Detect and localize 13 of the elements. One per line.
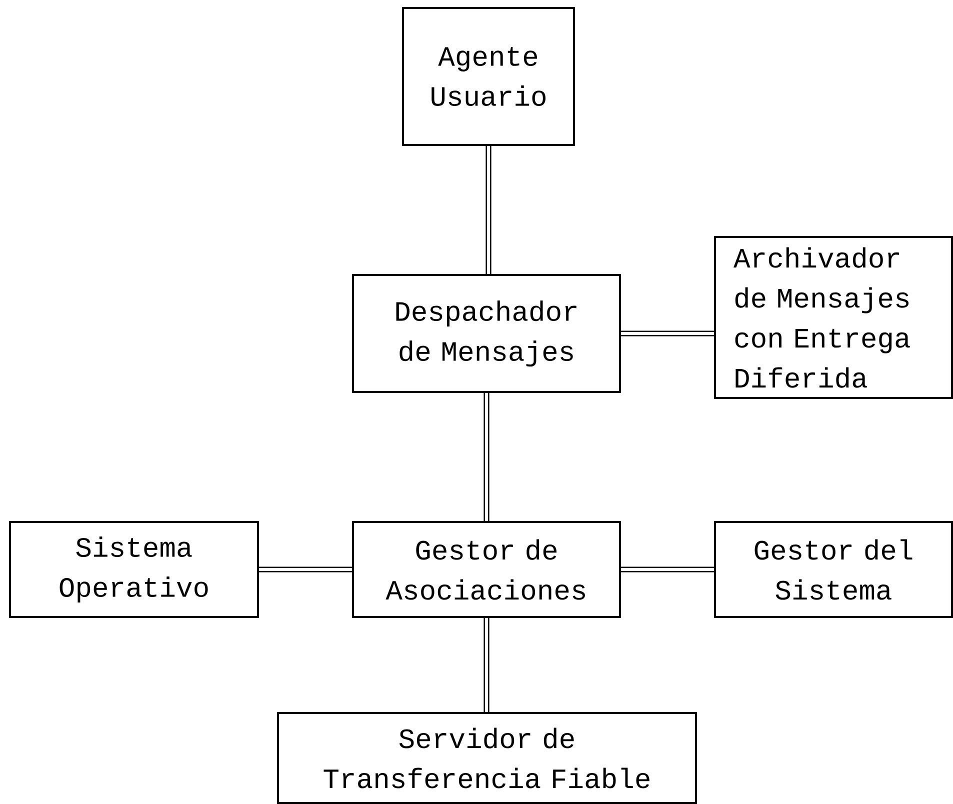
connector xyxy=(484,618,490,712)
process-box: Archivador de Mensajes con Entrega Diferida xyxy=(714,236,953,399)
connector xyxy=(484,393,490,521)
process-box: Gestor de Asociaciones xyxy=(352,521,621,618)
process-box: Sistema Operativo xyxy=(9,521,259,618)
process-box: Agente Usuario xyxy=(402,7,575,146)
connector xyxy=(621,330,714,336)
connector xyxy=(259,566,352,572)
connector xyxy=(621,566,714,572)
process-box: Despachador de Mensajes xyxy=(352,274,621,393)
connector xyxy=(486,146,492,274)
process-box: Servidor de Transferencia Fiable xyxy=(277,712,697,804)
process-box: Gestor del Sistema xyxy=(714,521,953,618)
